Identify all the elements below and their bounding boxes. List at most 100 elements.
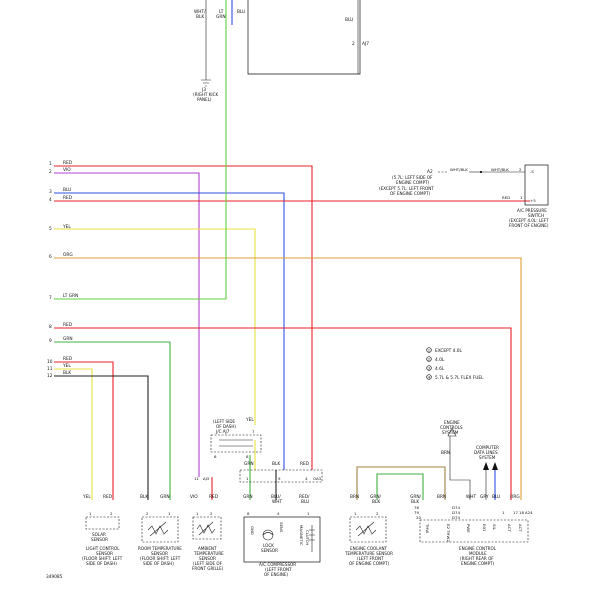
ecm-pin-label: THW (425, 523, 430, 533)
pin-label-s: -S (530, 169, 534, 174)
row-wire-label: BLK (63, 370, 71, 376)
ecm-pin-label: E2 THW2 (446, 524, 451, 542)
row-number: 7 (49, 295, 52, 301)
lock-sensor-label: SENSOR (261, 548, 278, 553)
junction-block-box (247, 0, 361, 75)
lock-sensor-label: LOCK (263, 543, 274, 548)
ground-location-2: PANEL) (197, 97, 212, 102)
ecm-pin-label: ACT (518, 524, 523, 532)
row-number: 10 (47, 359, 53, 365)
junction-connector-aj7: (LEFT SIDE OF DASH) J/C AJ7 YEL 7 6 8 GR… (210, 417, 262, 467)
lock-sensor-coil (262, 529, 274, 541)
pin: 1 (168, 511, 171, 516)
legend-marker (426, 347, 432, 353)
wire-label-red: RED (103, 494, 113, 500)
ecm-pin-label: PWE (466, 524, 471, 533)
data-lines-label: SYSTEM (479, 455, 496, 460)
wire-vio-2 (54, 172, 200, 477)
component-title: (FLOOR SHIFT: LEFT (82, 556, 123, 561)
engine-controls-label: ENGINE (444, 420, 460, 425)
arrow-up-icon (447, 427, 457, 437)
component-title: ROOM TEMPERATURE (138, 546, 182, 551)
wire-blu-3 (54, 192, 285, 470)
connector (141, 516, 179, 543)
wire-red-1 (54, 165, 313, 470)
component-title: FRONT GRILLE) (192, 566, 224, 571)
component-title: (LEFT FRONT (265, 567, 292, 572)
wire-label-red: RED (300, 461, 310, 467)
compressor-box (243, 516, 321, 563)
row-number: 9 (49, 338, 52, 344)
wire-wht-ecm (449, 443, 471, 500)
row-wire-label: RED (63, 160, 73, 166)
pressure-note: (EXCEPT 5.7L: LEFT FRONT (379, 186, 434, 191)
component-title: TEMPERATURE (193, 551, 224, 556)
splice-dot (479, 170, 483, 174)
legend-text: 4.6L (435, 366, 445, 372)
row-number: 12 (47, 373, 53, 379)
row-number: 6 (49, 254, 52, 260)
connector (192, 516, 222, 540)
ground-id: J3 (201, 87, 206, 93)
legend-marker (426, 374, 432, 380)
row-wire-label: ORG (63, 252, 73, 258)
row-number: 3 (49, 189, 52, 195)
pressure-note: OF ENGINE COMPT) (390, 191, 430, 196)
ambient-temperature-sensor: 11 AJ3 VIO RED 1 2 AMBIENT TEMPERATURE S… (190, 476, 224, 571)
wire-lt-grn-7 (54, 0, 227, 300)
wire-label-red-blu: RED/ (299, 494, 310, 500)
row-wire-label: BLU (63, 187, 71, 193)
wire-label-yel: YEL (82, 494, 91, 500)
wire-yel-5 (54, 228, 256, 425)
connector (349, 516, 387, 543)
thermistor-symbol (196, 521, 216, 536)
thermistor-symbol (355, 521, 377, 537)
pin: 1 (354, 511, 357, 516)
room-temperature-sensor: BLK GRN 2 1 ROOM TEMPERATURE SENSOR (FLO… (138, 494, 182, 566)
pin: 1 (89, 511, 92, 516)
pin: 18 (519, 510, 524, 515)
row-wire-label: YEL (62, 224, 71, 230)
jc-id: J/C AJ7 (215, 429, 230, 434)
wire-brn-coolant (356, 466, 446, 500)
connector-d74: D74 (452, 510, 460, 515)
pin: 79 (414, 510, 419, 515)
jc-box (210, 434, 262, 453)
wire-label-blu-wht-2: WHT (272, 499, 282, 505)
wire-label-vio: VIO (190, 494, 198, 500)
wire-label-org: ORG (510, 494, 520, 500)
pin: 1 (502, 510, 505, 515)
connector-a2: A2 (427, 169, 433, 175)
jc-location: (LEFT SIDE (213, 419, 236, 424)
pressure-note: (5.7L: LEFT SIDE OF (392, 175, 433, 180)
wire-red-8 (54, 327, 512, 500)
arrow-up-icon (483, 462, 489, 470)
engine-coolant-temperature-sensor: BRN GRN/ BLK 1 2 ENGINE COOLANT TEMPERAT… (344, 494, 393, 566)
legend-text: EXCEPT 4.0L (435, 348, 462, 354)
engine-control-module: ENGINE CONTROLS SYSTEM BRN COMPUTER DATA… (410, 420, 533, 566)
legend-marker (426, 365, 432, 371)
arrow-up-icon (492, 462, 498, 470)
ground-location: (RIGHT KICK (193, 92, 218, 97)
wire-label-blk: BLK (272, 461, 280, 467)
solar-sensor: YEL RED 1 2 SOLAR SENSOR LIGHT CONTROL S… (82, 494, 123, 566)
pin: 8 (247, 511, 250, 516)
pin: 4 (277, 511, 280, 516)
pressure-title: SWITCH (528, 213, 544, 218)
row-wire-label: YEL (62, 363, 71, 369)
component-title: AMBIENT (198, 546, 217, 551)
wire-label-grn: GRN (244, 461, 254, 467)
pressure-title: FRONT OF ENGINE) (509, 223, 549, 228)
wire-label-wht: WHT (466, 494, 476, 500)
component-title: A/C COMPRESSOR (259, 562, 296, 567)
pressure-switch-box (524, 164, 549, 206)
component-title: SIDE OF DASH) (86, 561, 117, 566)
wire-label-blu-right: BLU (345, 17, 353, 23)
row-wire-label: RED (63, 195, 73, 201)
wire-label-wht-blk: WHT/ (194, 9, 206, 15)
wire-label-blu: BLU (237, 9, 245, 15)
wire-label-red-blu-2: BLU (301, 499, 309, 505)
legend: 1 EXCEPT 4.0L 2 4.0L 3 4.6L 4 5.7L & 5.7… (426, 347, 484, 381)
